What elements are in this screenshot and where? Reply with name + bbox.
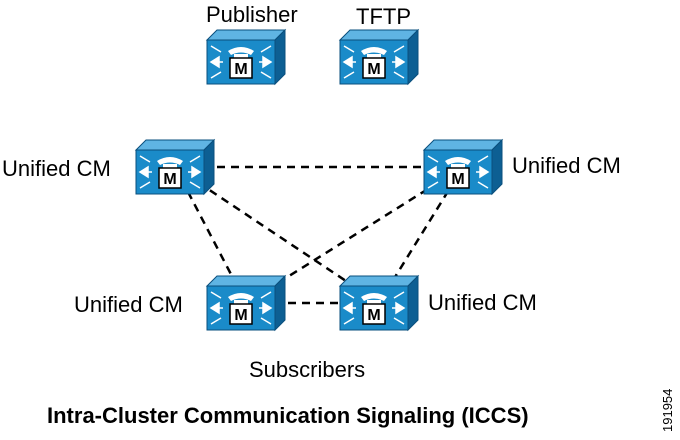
- badge-cm-left: M: [163, 171, 176, 188]
- badge-cm-right: M: [451, 171, 464, 188]
- badge-tftp: M: [367, 61, 380, 78]
- badge-cm-bottom-left: M: [234, 307, 247, 324]
- unified-cm-bottom-left-label: Unified CM: [74, 292, 183, 317]
- badge-publisher: M: [234, 61, 247, 78]
- unified-cm-left-label: Unified CM: [2, 156, 111, 181]
- publisher-label: Publisher: [206, 2, 298, 27]
- device-tftp-icon: M: [338, 28, 420, 86]
- device-publisher-icon: M: [205, 28, 287, 86]
- nodes-layer: M M M M M M: [134, 28, 504, 332]
- badge-cm-bottom-right: M: [367, 307, 380, 324]
- subscribers-label: Subscribers: [249, 357, 366, 382]
- unified-cm-right-label: Unified CM: [512, 153, 621, 178]
- device-cm-right-icon: M: [422, 138, 504, 196]
- device-cm-left-icon: M: [134, 138, 216, 196]
- tftp-label: TFTP: [356, 4, 411, 29]
- device-cm-bottom-left-icon: M: [205, 274, 287, 332]
- unified-cm-bottom-right-label: Unified CM: [428, 290, 537, 315]
- device-cm-bottom-right-icon: M: [338, 274, 420, 332]
- figure-id: 191954: [660, 388, 675, 432]
- diagram-caption: Intra-Cluster Communication Signaling (I…: [47, 403, 529, 428]
